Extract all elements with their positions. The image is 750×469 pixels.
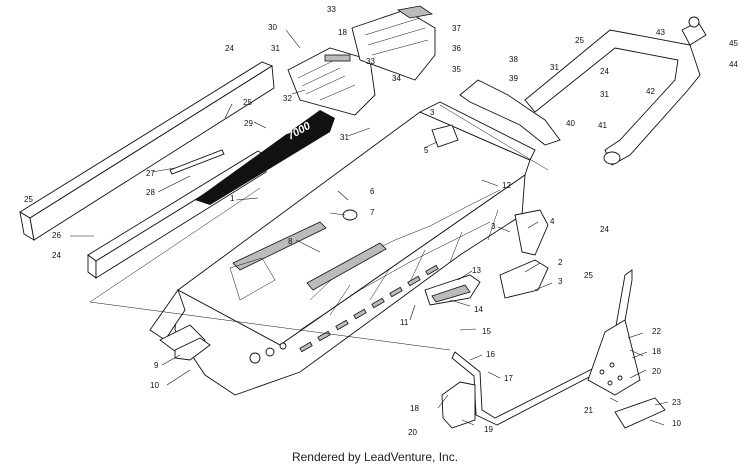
callout-31: 31 — [550, 63, 559, 72]
support-rod — [451, 269, 633, 426]
callout-40: 40 — [566, 119, 575, 128]
flap-bracket — [459, 79, 561, 146]
callout-3: 3 — [430, 108, 435, 117]
callout-36: 36 — [452, 44, 461, 53]
callout-17: 17 — [504, 374, 513, 383]
callout-5: 5 — [424, 146, 429, 155]
pad-23 — [614, 397, 666, 429]
assembly-outline — [89, 104, 549, 351]
callouts: 1 2 3 3 3 4 5 6 7 8 9 10 10 11 12 13 14 … — [24, 5, 738, 437]
callout-10: 10 — [672, 419, 681, 428]
plate-2 — [499, 259, 549, 299]
callout-37: 37 — [452, 24, 461, 33]
callout-33: 33 — [327, 5, 336, 14]
footrest-22 — [587, 319, 641, 396]
callout-22: 22 — [652, 327, 661, 336]
callout-31: 31 — [271, 44, 280, 53]
callout-24: 24 — [52, 251, 61, 260]
left-rail-upper — [19, 61, 275, 241]
callout-29: 29 — [244, 119, 253, 128]
callout-15: 15 — [482, 327, 491, 336]
callout-24: 24 — [600, 67, 609, 76]
callout-28: 28 — [146, 188, 155, 197]
pad-5 — [431, 124, 459, 148]
callout-25: 25 — [584, 271, 593, 280]
callout-18: 18 — [338, 28, 347, 37]
callout-30: 30 — [268, 23, 277, 32]
callout-25: 25 — [243, 98, 252, 107]
callout-1: 1 — [230, 194, 235, 203]
callout-27: 27 — [146, 169, 155, 178]
cup-13 — [424, 274, 481, 306]
callout-21: 21 — [584, 406, 593, 415]
hitch-43 — [681, 16, 707, 46]
rear-bumper-41 — [524, 29, 701, 166]
callout-25: 25 — [24, 195, 33, 204]
rail-strip — [169, 149, 225, 175]
callout-16: 16 — [486, 350, 495, 359]
leader-lines — [70, 29, 669, 426]
bracket-4 — [514, 209, 549, 256]
callout-25: 25 — [575, 36, 584, 45]
footer-credit: Rendered by LeadVenture, Inc. — [291, 450, 459, 464]
callout-24: 24 — [225, 44, 234, 53]
callout-38: 38 — [509, 55, 518, 64]
callout-23: 23 — [672, 398, 681, 407]
callout-13: 13 — [472, 266, 481, 275]
callout-8: 8 — [288, 237, 293, 246]
callout-35: 35 — [452, 65, 461, 74]
tunnel-cover — [287, 47, 376, 116]
callout-6: 6 — [370, 187, 375, 196]
callout-18: 18 — [410, 404, 419, 413]
callout-42: 42 — [646, 87, 655, 96]
callout-9: 9 — [154, 361, 159, 370]
callout-3: 3 — [558, 277, 563, 286]
callout-43: 43 — [656, 28, 665, 37]
callout-7: 7 — [370, 208, 375, 217]
block-19 — [441, 381, 476, 429]
callout-4: 4 — [550, 217, 555, 226]
callout-31: 31 — [340, 133, 349, 142]
callout-18: 18 — [652, 347, 661, 356]
callout-33: 33 — [366, 57, 375, 66]
callout-20: 20 — [408, 428, 417, 437]
callout-41: 41 — [598, 121, 607, 130]
callout-10: 10 — [150, 381, 159, 390]
chassis-tunnel — [149, 101, 536, 396]
callout-34: 34 — [392, 74, 401, 83]
callout-26: 26 — [52, 231, 61, 240]
callout-39: 39 — [509, 74, 518, 83]
callout-31: 31 — [600, 90, 609, 99]
callout-45: 45 — [729, 39, 738, 48]
callout-24: 24 — [600, 225, 609, 234]
callout-11: 11 — [400, 318, 409, 327]
callout-19: 19 — [484, 425, 493, 434]
callout-2: 2 — [558, 258, 563, 267]
callout-14: 14 — [474, 305, 483, 314]
pad-9 — [174, 337, 211, 361]
rear-box-36 — [351, 5, 436, 81]
callout-20: 20 — [652, 367, 661, 376]
callout-3: 3 — [491, 222, 496, 231]
callout-12: 12 — [502, 181, 511, 190]
callout-32: 32 — [283, 94, 292, 103]
callout-44: 44 — [729, 60, 738, 69]
